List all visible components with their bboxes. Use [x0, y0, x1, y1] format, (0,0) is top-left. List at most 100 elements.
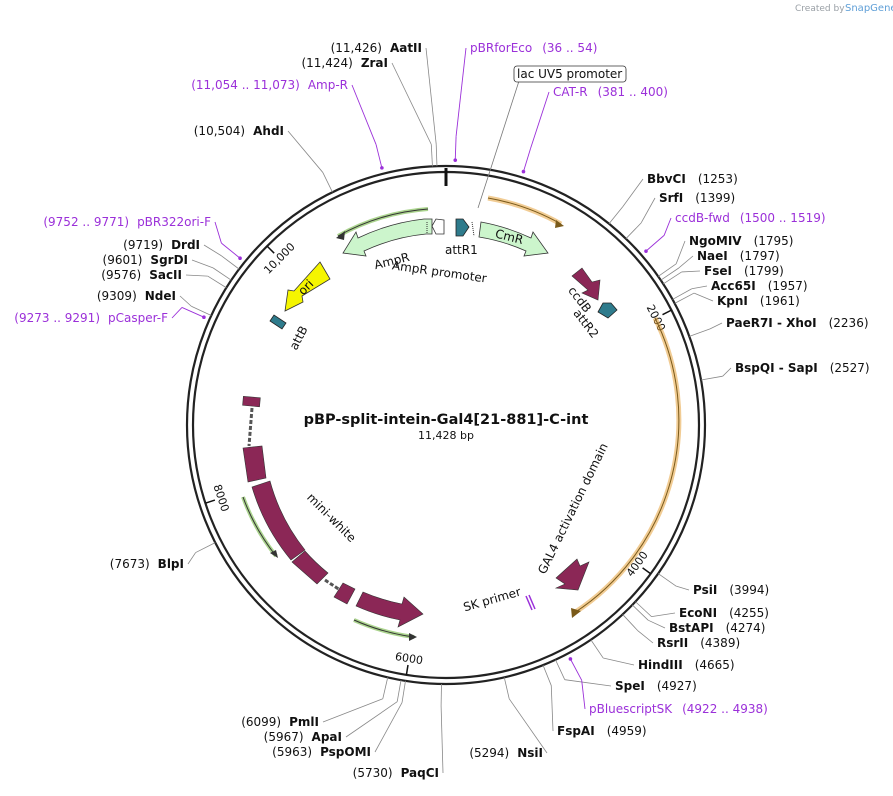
primer-label: CAT-R(381 .. 400) [553, 85, 668, 99]
attb-label: attB [287, 324, 311, 353]
site-label: (9576)SacII [101, 268, 182, 282]
primer-leader [645, 235, 665, 252]
cmr-label: CmR [494, 227, 525, 247]
site-label: PaeR7I - XhoI(2236) [726, 316, 869, 330]
site-connector [603, 657, 635, 666]
gal4-arrow [554, 558, 590, 591]
site-leader [662, 271, 682, 285]
site-leader [401, 680, 406, 703]
site-leader [660, 267, 680, 281]
primer-connector [214, 221, 222, 244]
tick-label: 8000 [211, 483, 232, 514]
primer-mark [202, 315, 206, 320]
attr2-arrow [597, 302, 618, 319]
tick-mark [205, 499, 216, 504]
site-leader [555, 659, 566, 680]
feature-layer [241, 195, 682, 641]
site-label: BstAPI(4274) [669, 621, 765, 635]
primer-label: (9273 .. 9291)pCasper-F [14, 311, 168, 325]
gal4-orange-arrowhead [571, 608, 581, 618]
ampr-thin-arrowhead [336, 231, 345, 240]
primer-connector [171, 307, 183, 319]
site-label: (5294)NsiI [469, 746, 543, 760]
site-label: (9309)NdeI [97, 289, 176, 303]
primer-leader [454, 136, 457, 161]
site-label: (5967)ApaI [264, 730, 342, 744]
brand-created-by: Created by [795, 4, 845, 14]
site-connector [550, 685, 554, 732]
ampr-arrow [342, 218, 433, 257]
site-connector [640, 197, 656, 224]
site-leader [382, 677, 389, 699]
site-connector [425, 47, 437, 145]
ori-arrow [284, 261, 331, 312]
mini-white-exon-1 [242, 395, 261, 408]
site-connector [345, 701, 398, 738]
site-connector [722, 367, 732, 377]
site-leader [212, 267, 232, 281]
site-leader [322, 172, 333, 193]
site-leader [608, 206, 624, 224]
primer-leader [570, 658, 583, 681]
tick-label: 6000 [394, 650, 424, 667]
site-connector [622, 178, 644, 207]
attr1-arrow [455, 218, 470, 237]
site-connector [681, 270, 701, 273]
site-connector [564, 679, 612, 687]
primer-connector [455, 47, 467, 137]
site-label: HindIII(4665) [638, 658, 735, 672]
site-connector [374, 702, 403, 753]
site-connector [651, 612, 676, 618]
site-connector [691, 285, 708, 290]
site-label: (11,426)AatII [331, 41, 422, 55]
site-label: (9601)SgrDI [103, 253, 188, 267]
site-label: EcoNI(4255) [679, 606, 769, 620]
site-label: FseI(1799) [704, 264, 784, 278]
primer-mark [644, 249, 648, 253]
site-label: (9719)DrdI [123, 238, 200, 252]
tick-mark [405, 664, 409, 676]
primer-label: (9752 .. 9771)pBR322ori-F [43, 215, 211, 229]
gal4-label: GAL4 activation domain [535, 441, 611, 576]
tick-mark [266, 245, 275, 254]
site-label: SpeI(4927) [615, 679, 697, 693]
primer-mark [453, 158, 458, 162]
site-connector [693, 292, 714, 302]
ccdb-arrow [571, 267, 601, 301]
site-leader [430, 144, 433, 167]
attb-box [269, 314, 287, 330]
primer-label: pBluescriptSK(4922 .. 4938) [589, 702, 768, 716]
site-connector [678, 255, 694, 269]
restriction-sites: (11,426)AatII(11,424)ZraI(10,504)AhdI(97… [97, 41, 870, 780]
primer-sites: pBRforEco(36 .. 54)(11,054 .. 11,073)Amp… [14, 41, 825, 716]
site-connector [322, 698, 383, 723]
attr1-label: attR1 [445, 243, 478, 257]
site-label: SrfI(1399) [659, 191, 735, 205]
primer-leader [181, 307, 205, 318]
attr2-label: attR2 [570, 306, 601, 340]
site-label: (6099)PmlI [241, 715, 319, 729]
site-label: (5730)PaqCI [353, 766, 439, 780]
gal4-orange-arc-line [573, 317, 680, 614]
site-connector [287, 130, 324, 173]
primer-mark [238, 256, 242, 261]
site-connector [187, 552, 196, 565]
site-leader [542, 664, 552, 686]
site-leader [191, 305, 212, 316]
site-leader [632, 604, 649, 621]
site-connector [179, 295, 192, 307]
site-leader [195, 542, 216, 553]
cat-orange-arrowhead [555, 220, 564, 228]
primer-leader [523, 148, 531, 172]
site-label: (7673)BlpI [110, 557, 184, 571]
site-leader [207, 275, 227, 289]
ampr-thin-green-line [337, 208, 429, 237]
site-label: BbvCI(1253) [647, 172, 738, 186]
tick-mark [642, 567, 652, 575]
site-connector [185, 274, 208, 277]
site-connector [675, 240, 686, 264]
site-leader [635, 601, 652, 617]
site-leader [657, 573, 677, 587]
primer-leader [375, 144, 383, 168]
primer-connector [351, 84, 377, 145]
